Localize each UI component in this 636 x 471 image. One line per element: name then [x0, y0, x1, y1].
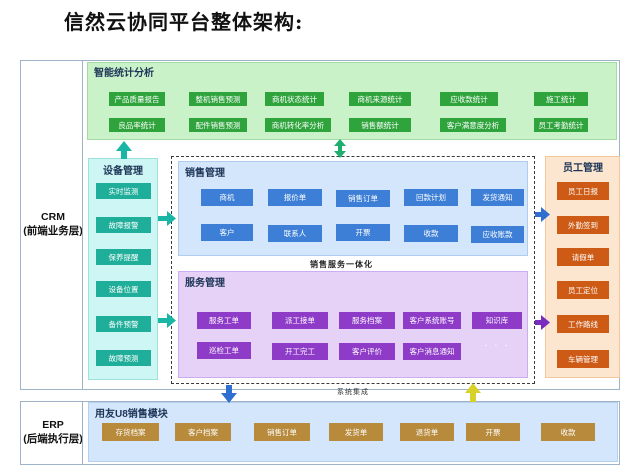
arrow-right-icon: [535, 207, 550, 222]
more-ellipsis: · · ·: [484, 340, 510, 351]
stat-chip[interactable]: 员工考勤统计: [534, 118, 588, 132]
device-chip[interactable]: 保养提醒: [96, 249, 151, 265]
staff-chip[interactable]: 工作路线: [557, 315, 609, 333]
erp-chip[interactable]: 开票: [466, 423, 520, 441]
staff-mgmt-title: 员工管理: [563, 163, 603, 174]
sales-chip[interactable]: 报价单: [268, 189, 322, 206]
stat-chip[interactable]: 整机销售预测: [189, 92, 247, 106]
page-title: 信然云协同平台整体架构:: [64, 10, 304, 34]
stat-chip[interactable]: 销售额统计: [349, 118, 411, 132]
sales-chip[interactable]: 客户: [201, 224, 253, 241]
device-chip[interactable]: 故障预测: [96, 350, 151, 366]
stat-chip[interactable]: 应收款统计: [440, 92, 498, 106]
erp-label-line1: ERP: [42, 419, 64, 431]
service-mgmt-title: 服务管理: [185, 278, 225, 289]
arrow-up-icon: [116, 141, 132, 159]
service-chip[interactable]: 客户消息通知: [403, 343, 461, 360]
erp-chip[interactable]: 销售订单: [254, 423, 310, 441]
sales-chip[interactable]: 回款计划: [404, 189, 458, 206]
sales-chip[interactable]: 开票: [336, 224, 390, 241]
double-arrow-vertical-icon: [334, 139, 346, 158]
erp-divider: [82, 401, 83, 465]
crm-divider: [82, 60, 83, 390]
erp-module-title: 用友U8销售模块: [95, 409, 168, 420]
sales-service-caption: 销售服务一体化: [310, 259, 373, 269]
service-chip[interactable]: 服务工单: [197, 312, 251, 329]
sales-chip[interactable]: 销售订单: [336, 190, 390, 207]
staff-chip[interactable]: 车辆管理: [557, 350, 609, 368]
device-chip[interactable]: 实时监测: [96, 183, 151, 199]
sales-chip[interactable]: 收款: [404, 225, 458, 242]
system-integration-caption: 系统集成: [337, 388, 369, 396]
stat-chip[interactable]: 配件销售预测: [189, 118, 247, 132]
service-mgmt-panel: 服务管理 服务工单 派工接单 服务档案 客户系统账号 知识库 巡检工单 开工完工…: [178, 271, 528, 378]
service-chip[interactable]: 客户系统账号: [403, 312, 461, 329]
service-chip[interactable]: 派工接单: [272, 312, 328, 329]
staff-mgmt-panel: 员工管理 员工日报 外勤签到 请假单 员工定位 工作路线 车辆管理: [545, 156, 620, 378]
erp-chip[interactable]: 发货单: [329, 423, 383, 441]
device-mgmt-title: 设备管理: [103, 166, 143, 177]
sales-chip[interactable]: 应收账款: [471, 226, 524, 243]
stat-chip[interactable]: 良品率统计: [109, 118, 165, 132]
staff-chip[interactable]: 请假单: [557, 248, 609, 266]
arrow-up-icon: [465, 383, 481, 402]
device-chip[interactable]: 设备位置: [96, 281, 151, 297]
crm-label-line2: (前端业务层): [23, 225, 83, 237]
stat-chip[interactable]: 商机状态统计: [265, 92, 324, 106]
service-chip[interactable]: 服务档案: [339, 312, 395, 329]
arrow-down-icon: [221, 385, 237, 403]
sales-mgmt-panel: 销售管理 商机 报价单 销售订单 回款计划 发货通知 客户 联系人 开票 收款 …: [178, 161, 528, 256]
arrow-right-icon: [158, 313, 176, 328]
erp-chip[interactable]: 退货单: [400, 423, 454, 441]
erp-chip[interactable]: 客户档案: [175, 423, 231, 441]
stat-chip[interactable]: 商机来源统计: [349, 92, 411, 106]
service-chip[interactable]: 客户评价: [339, 343, 395, 360]
smart-stats-panel: 智能统计分析 产品质量报告 整机销售预测 商机状态统计 商机来源统计 应收款统计…: [87, 62, 617, 140]
erp-label-line2: (后端执行层): [23, 433, 83, 445]
smart-stats-title: 智能统计分析: [94, 68, 154, 79]
staff-chip[interactable]: 员工定位: [557, 281, 609, 299]
sales-chip[interactable]: 发货通知: [471, 189, 524, 206]
core-dashed-region: [171, 156, 535, 384]
erp-chip[interactable]: 存货档案: [102, 423, 159, 441]
stat-chip[interactable]: 商机转化率分析: [265, 118, 331, 132]
erp-module-panel: 用友U8销售模块 存货档案 客户档案 销售订单 发货单 退货单 开票 收款: [88, 402, 618, 462]
stat-chip[interactable]: 施工统计: [534, 92, 588, 106]
stat-chip[interactable]: 产品质量报告: [109, 92, 165, 106]
sales-mgmt-title: 销售管理: [185, 168, 225, 179]
sales-chip[interactable]: 商机: [201, 189, 253, 206]
arrow-right-icon: [158, 211, 176, 226]
crm-label-line1: CRM: [41, 211, 65, 223]
device-chip[interactable]: 备件预警: [96, 316, 151, 332]
stat-chip[interactable]: 客户满意度分析: [440, 118, 506, 132]
device-mgmt-panel: 设备管理 实时监测 故障报警 保养提醒 设备位置 备件预警 故障预测: [88, 158, 158, 380]
erp-layer-label: ERP (后端执行层): [22, 418, 84, 446]
device-chip[interactable]: 故障报警: [96, 217, 151, 233]
arrow-right-icon: [535, 315, 550, 330]
service-chip[interactable]: 开工完工: [272, 343, 328, 360]
staff-chip[interactable]: 外勤签到: [557, 216, 609, 234]
erp-chip[interactable]: 收款: [541, 423, 595, 441]
staff-chip[interactable]: 员工日报: [557, 182, 609, 200]
crm-layer-label: CRM (前端业务层): [22, 210, 84, 238]
sales-chip[interactable]: 联系人: [268, 225, 322, 242]
service-chip[interactable]: 巡检工单: [197, 342, 251, 359]
service-chip[interactable]: 知识库: [472, 312, 522, 329]
